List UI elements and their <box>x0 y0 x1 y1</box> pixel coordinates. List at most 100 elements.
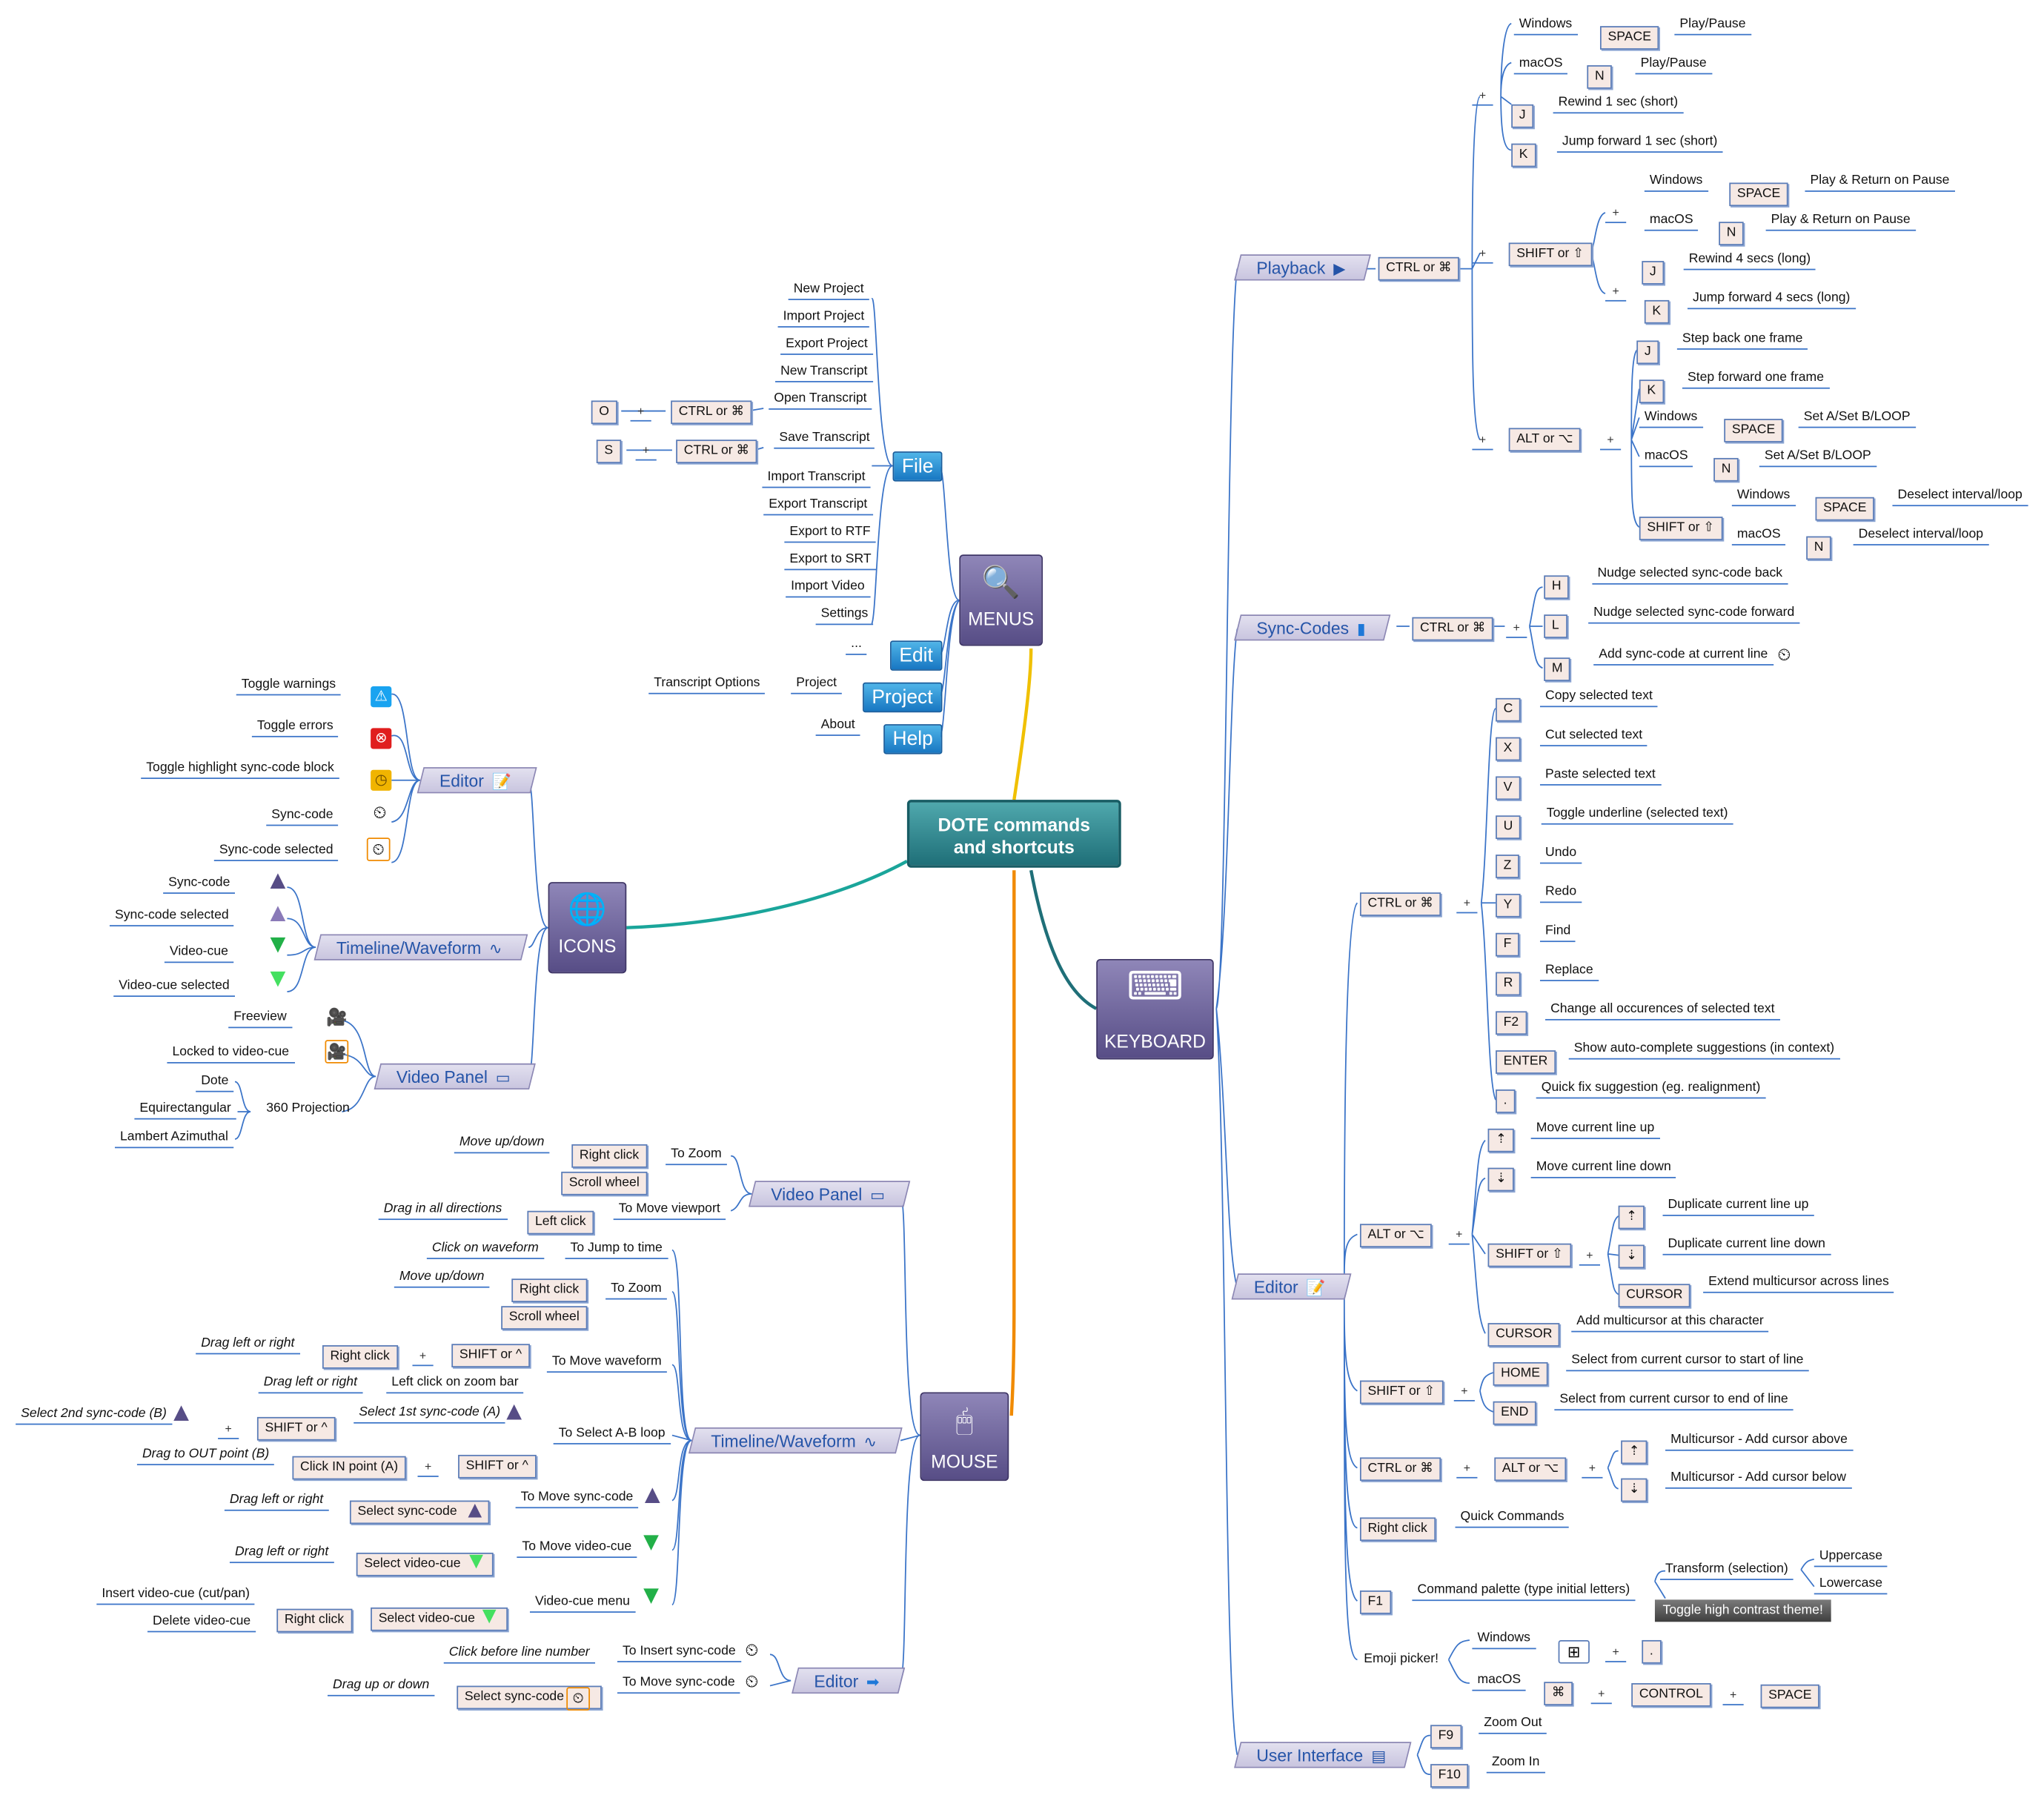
video-cue-triangle-icon: ▼ <box>638 1527 664 1557</box>
plus-sign: + <box>1472 431 1493 451</box>
menu-item-import-transcript[interactable]: Import Transcript <box>762 468 871 488</box>
central-topic[interactable]: DOTE commands and shortcuts <box>906 800 1121 868</box>
key-shift-caret: SHIFT or ^ <box>451 1344 530 1368</box>
highlight-clock-icon[interactable]: ◷ <box>371 769 392 791</box>
sync-code-clock-icon: ⏲ <box>373 802 387 823</box>
mouse-timeline-section[interactable]: Timeline/Waveform∿ <box>688 1427 903 1454</box>
icons-hub[interactable]: 🌐 ICONS <box>548 882 627 974</box>
os-macos: macOS <box>1513 55 1568 75</box>
error-icon[interactable]: ⊗ <box>371 728 392 749</box>
video-cue-triangle-icon: ▼ <box>464 1547 488 1574</box>
user-interface-section[interactable]: User Interface▤ <box>1234 1742 1412 1768</box>
help-menu-button[interactable]: Help <box>883 724 943 754</box>
key-shift-caret: SHIFT or ^ <box>458 1454 537 1479</box>
icons-timeline-section[interactable]: Timeline/Waveform∿ <box>313 934 528 961</box>
action-uppercase: Uppercase <box>1814 1547 1888 1568</box>
menu-item-new-project[interactable]: New Project <box>788 281 869 300</box>
icon-label-freeview: Freeview <box>228 1009 292 1029</box>
keyboard-hub-label: KEYBOARD <box>1104 1030 1206 1052</box>
plus-sign: + <box>412 1347 434 1367</box>
mouse-left-click: Left click <box>527 1210 594 1235</box>
menu-item-new-transcript[interactable]: New Transcript <box>775 362 873 382</box>
key-space: SPACE <box>1815 497 1875 521</box>
mouse-editor-section[interactable]: Editor➡ <box>792 1667 906 1694</box>
key-f9: F9 <box>1430 1725 1461 1749</box>
file-menu-button[interactable]: File <box>892 451 943 482</box>
action-nudge-back: Nudge selected sync-code back <box>1592 565 1788 585</box>
icon-label-toggle-errors: Toggle errors <box>251 717 339 737</box>
plus-sign: + <box>630 402 651 422</box>
warning-icon[interactable]: ⚠ <box>371 686 392 708</box>
plus-sign: + <box>635 441 657 461</box>
action-to-zoom: To Zoom <box>666 1146 727 1166</box>
key-k: K <box>1639 379 1664 403</box>
menu-item-export-transcript[interactable]: Export Transcript <box>763 496 873 516</box>
editor-notepad-icon: 📝 <box>491 772 511 791</box>
projection-dote[interactable]: Dote <box>196 1072 234 1092</box>
keyboard-hub[interactable]: ⌨ KEYBOARD <box>1096 958 1214 1060</box>
keyboard-editor-section[interactable]: Editor📝 <box>1231 1273 1352 1300</box>
action-lowercase: Lowercase <box>1814 1575 1888 1595</box>
section-label: Sync-Codes <box>1256 618 1350 638</box>
action-play-return: Play & Return on Pause <box>1805 172 1955 192</box>
section-label: Editor <box>439 771 484 791</box>
action-transform: Transform (selection) <box>1659 1561 1794 1580</box>
menu-item-save-transcript[interactable]: Save Transcript <box>774 429 875 449</box>
key-control: CONTROL <box>1631 1683 1711 1707</box>
menu-item-about[interactable]: About <box>815 717 860 736</box>
key-c: C <box>1496 697 1521 722</box>
os-windows: Windows <box>1513 16 1578 36</box>
key-k: K <box>1511 143 1536 167</box>
menu-item-import-video[interactable]: Import Video <box>786 578 870 598</box>
menu-item-open-transcript[interactable]: Open Transcript <box>769 390 872 410</box>
action-copy: Copy selected text <box>1539 688 1658 708</box>
menu-item-transcript-options[interactable]: Transcript Options <box>648 674 766 694</box>
sync-codes-section[interactable]: Sync-Codes▮ <box>1234 614 1392 641</box>
action-step-back: Step back one frame <box>1676 330 1808 350</box>
menu-item-export-srt[interactable]: Export to SRT <box>784 551 877 571</box>
icon-label-locked-video-cue: Locked to video-cue <box>167 1044 295 1064</box>
action-forward-long: Jump forward 4 secs (long) <box>1687 290 1856 310</box>
key-ctrl-cmd: CTRL or ⌘ <box>1359 892 1441 916</box>
gesture-select-1st-sync-code: Select 1st sync-code (A) <box>354 1404 506 1424</box>
icons-video-panel-section[interactable]: Video Panel▭ <box>374 1063 537 1090</box>
plus-sign: + <box>1448 1225 1470 1245</box>
action-move-line-down: Move current line down <box>1530 1158 1676 1178</box>
mouse-hub[interactable]: 🖱 MOUSE <box>920 1392 1009 1482</box>
key-dot: . <box>1496 1089 1516 1113</box>
menu-item-export-project[interactable]: Export Project <box>780 335 873 355</box>
action-emoji-picker: Emoji picker! <box>1364 1651 1439 1667</box>
key-dot: . <box>1642 1639 1662 1664</box>
key-n: N <box>1713 457 1739 482</box>
projection-equirectangular[interactable]: Equirectangular <box>134 1100 236 1120</box>
menus-hub[interactable]: 🔍 MENUS <box>959 554 1043 646</box>
edit-menu-button[interactable]: Edit <box>890 640 943 671</box>
mouse-select-video-cue: Select video-cue <box>371 1607 508 1631</box>
icons-editor-section[interactable]: Editor 📝 <box>417 767 537 794</box>
key-f2: F2 <box>1496 1011 1527 1035</box>
action-left-click-zoom-bar: Left click on zoom bar <box>386 1374 524 1394</box>
toggle-contrast-callout[interactable]: Toggle high contrast theme! <box>1654 1599 1831 1622</box>
waveform-icon: ∿ <box>488 939 502 958</box>
plus-sign: + <box>1472 86 1493 106</box>
key-v: V <box>1496 776 1520 800</box>
action-set-ab-loop: Set A/Set B/LOOP <box>1759 448 1877 468</box>
mouse-select-sync-code: Select sync-code <box>349 1500 490 1525</box>
projection-lambert-azimuthal[interactable]: Lambert Azimuthal <box>114 1129 233 1149</box>
menu-item-export-rtf[interactable]: Export to RTF <box>784 523 876 543</box>
menu-item-settings[interactable]: Settings <box>815 606 874 626</box>
key-ctrl-cmd: CTRL or ⌘ <box>1412 617 1493 641</box>
project-menu-button[interactable]: Project <box>863 682 942 713</box>
key-s: S <box>596 439 621 463</box>
menu-item-import-project[interactable]: Import Project <box>777 308 870 328</box>
sync-code-triangle-icon: ▲ <box>463 1496 487 1523</box>
mouse-video-panel-section[interactable]: Video Panel▭ <box>748 1181 911 1207</box>
icon-label-toggle-highlight: Toggle highlight sync-code block <box>141 760 339 780</box>
action-move-video-cue: To Move video-cue <box>517 1539 637 1559</box>
action-deselect-interval: Deselect interval/loop <box>1853 525 1989 545</box>
menu-item-edit-more[interactable]: ... <box>846 635 867 655</box>
gesture-drag-left-right: Drag left or right <box>196 1335 300 1355</box>
playback-section[interactable]: Playback▶ <box>1234 254 1371 281</box>
mouse-click-in-point: Click IN point (A) <box>292 1456 406 1480</box>
menu-item-project[interactable]: Project <box>791 674 843 694</box>
